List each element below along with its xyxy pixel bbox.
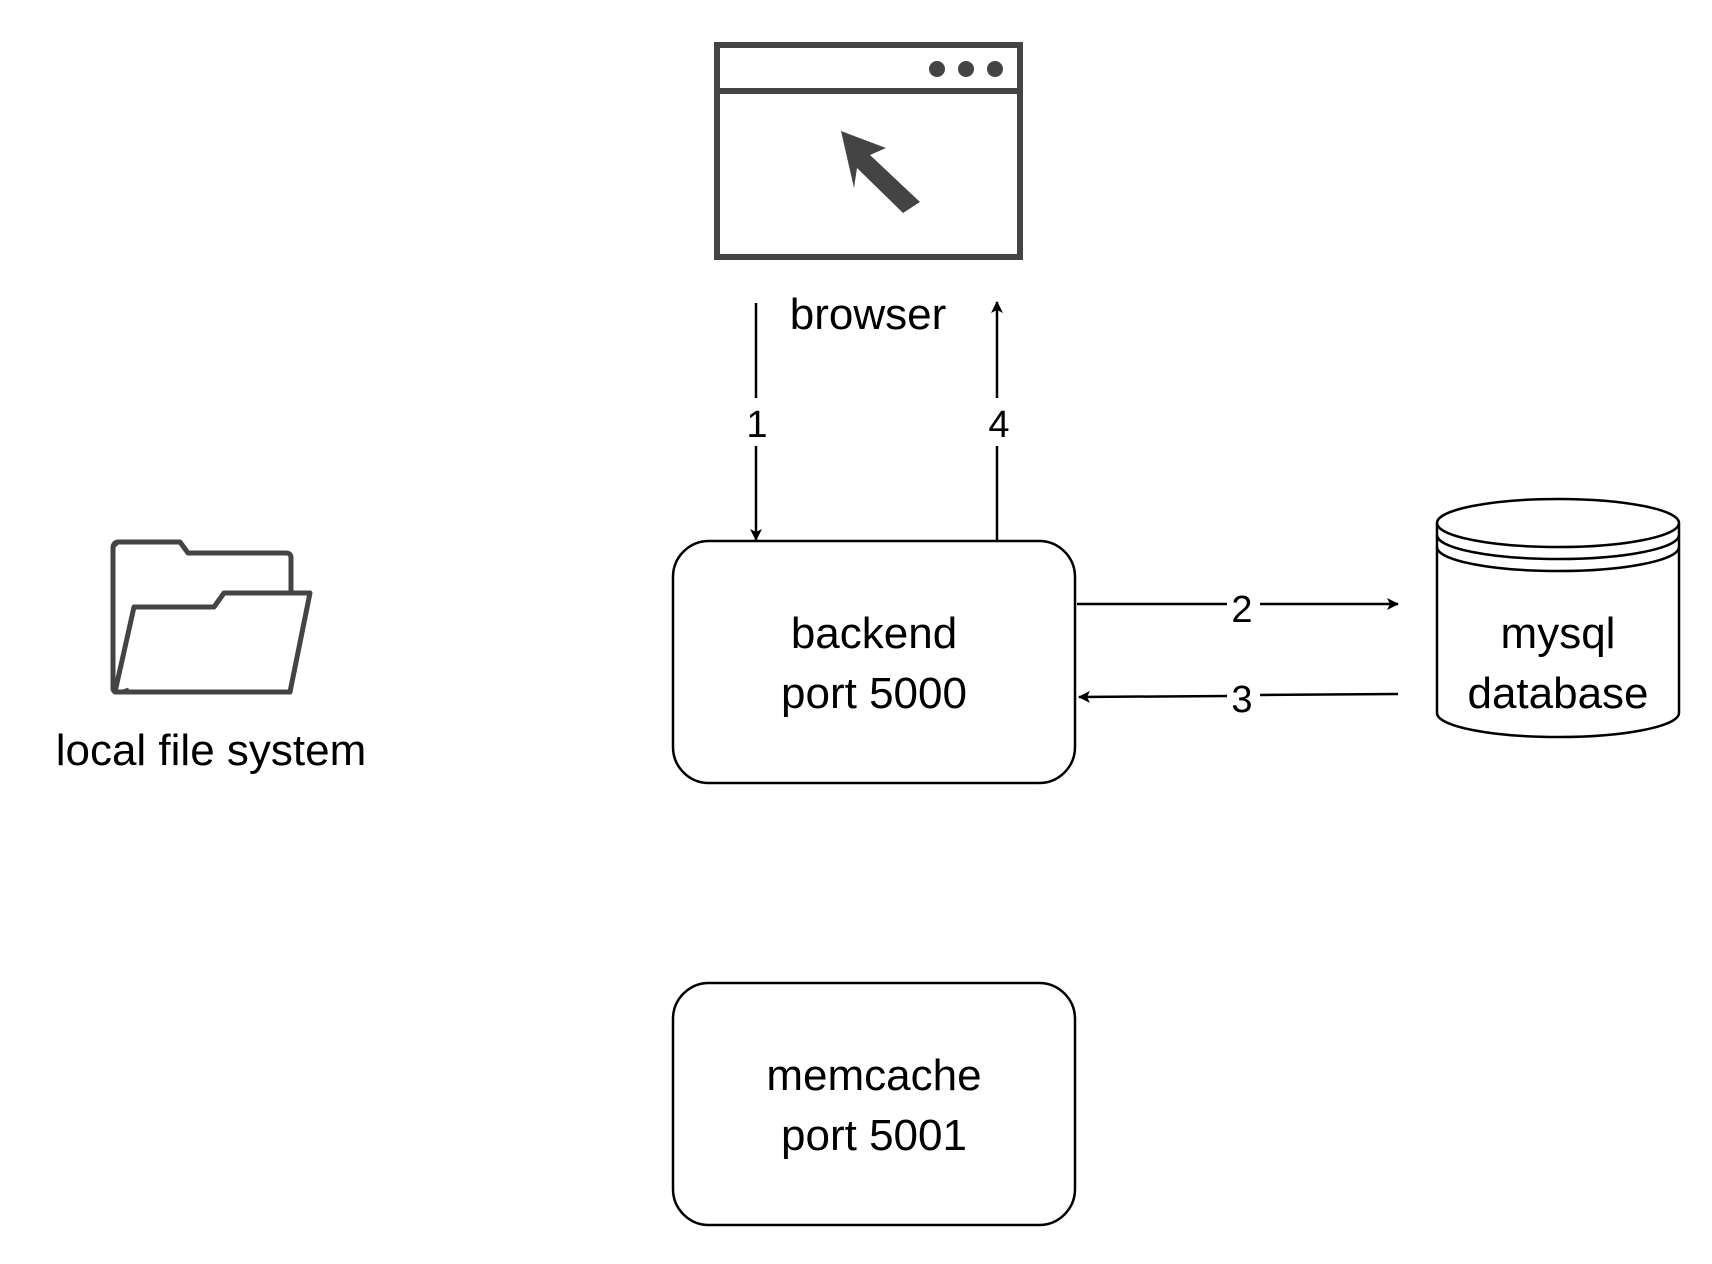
database-cylinder-icon — [1435, 497, 1681, 739]
database-name: mysql — [1501, 609, 1616, 658]
cursor-arrow-icon — [841, 131, 920, 213]
database-type: database — [1467, 669, 1648, 718]
filesystem-label: local file system — [56, 726, 367, 775]
backend-box — [671, 539, 1077, 785]
edge-3-arrow — [1078, 690, 1399, 703]
memcache-port: port 5001 — [781, 1111, 967, 1160]
memcache-box — [671, 981, 1077, 1227]
browser-window-icon — [714, 42, 1023, 260]
memcache-node: memcache port 5001 — [671, 981, 1077, 1227]
edge-2-label: 2 — [1231, 589, 1252, 631]
backend-port: port 5000 — [781, 669, 967, 718]
edge-3-label: 3 — [1231, 679, 1252, 721]
memcache-name: memcache — [766, 1051, 981, 1100]
edge-1-label: 1 — [746, 404, 767, 446]
backend-name: backend — [791, 609, 957, 658]
folder-icon — [110, 539, 313, 695]
browser-label: browser — [790, 290, 947, 339]
backend-node: backend port 5000 — [671, 539, 1077, 785]
edge-4-label: 4 — [988, 404, 1009, 446]
